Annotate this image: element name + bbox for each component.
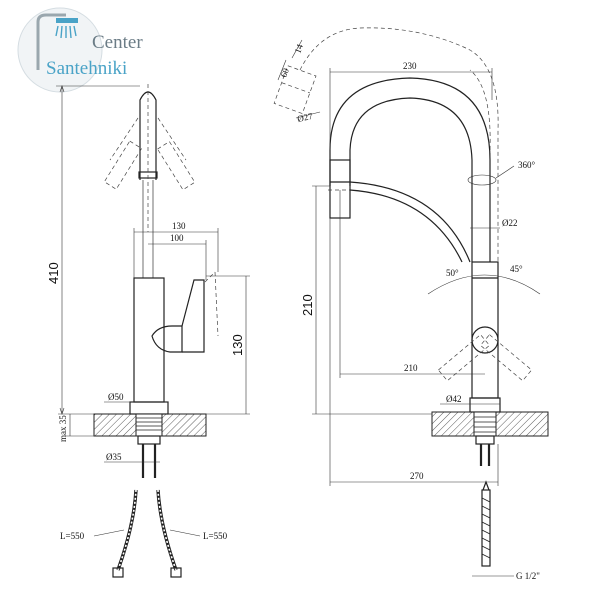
side-body <box>133 277 165 403</box>
side-spray-right <box>157 141 196 191</box>
side-base <box>129 401 169 415</box>
front-arc-support <box>349 181 471 263</box>
dim-height-130: 130 <box>230 334 245 356</box>
side-view: 410 max 35 130 100 130 Ø50 Ø35 L=550 L=5… <box>46 84 250 578</box>
label-hose-left: L=550 <box>60 531 85 541</box>
dim-angle-left: 50° <box>446 268 459 278</box>
front-base <box>469 397 501 413</box>
dim-spray-60: 60 <box>278 66 291 78</box>
dim-thread: G 1/2" <box>516 571 540 581</box>
dim-height-210: 210 <box>300 294 315 316</box>
side-hoses <box>141 444 157 478</box>
front-lever-right <box>480 334 533 382</box>
dim-width-230: 230 <box>403 61 417 71</box>
dim-max-thickness: max 35 <box>58 415 68 442</box>
brand-logo: Center Santehniki <box>17 7 143 93</box>
label-hose-right: L=550 <box>203 531 228 541</box>
dim-reach-100: 100 <box>170 233 184 243</box>
dim-reach-130: 130 <box>172 221 186 231</box>
dim-height-total: 410 <box>46 262 61 284</box>
hose-left <box>116 489 138 571</box>
dim-shank-diameter: Ø35 <box>106 452 122 462</box>
front-hoses <box>479 444 491 466</box>
dim-reach-210: 210 <box>404 363 418 373</box>
front-spout <box>329 77 491 262</box>
dim-spray-diameter: Ø27 <box>296 111 314 124</box>
side-handle-base <box>151 325 183 353</box>
front-nut <box>475 435 495 445</box>
hose-right <box>156 489 178 571</box>
side-handle-lever <box>181 279 205 353</box>
side-nut <box>137 435 161 445</box>
front-handle <box>471 326 499 354</box>
logo-line1: Center <box>92 32 143 53</box>
front-view: 50° 45° G 1/2" <box>273 27 549 581</box>
logo-line2: Santehniki <box>46 58 127 79</box>
front-spout-alt <box>299 27 499 262</box>
dim-angle-right: 45° <box>510 264 523 274</box>
dim-total-width: 270 <box>410 471 424 481</box>
front-spray-detached <box>273 65 317 115</box>
shower-icon <box>36 13 78 70</box>
dim-spray-14: 14 <box>292 42 305 54</box>
side-spray-left <box>103 140 143 190</box>
front-thread-connector <box>481 480 491 567</box>
rotation-icon <box>467 174 497 186</box>
dim-body-diameter: Ø22 <box>502 218 518 228</box>
dim-rotation: 360° <box>518 160 536 170</box>
dim-base-diameter-front: Ø42 <box>446 394 462 404</box>
dim-base-diameter: Ø50 <box>108 392 124 402</box>
